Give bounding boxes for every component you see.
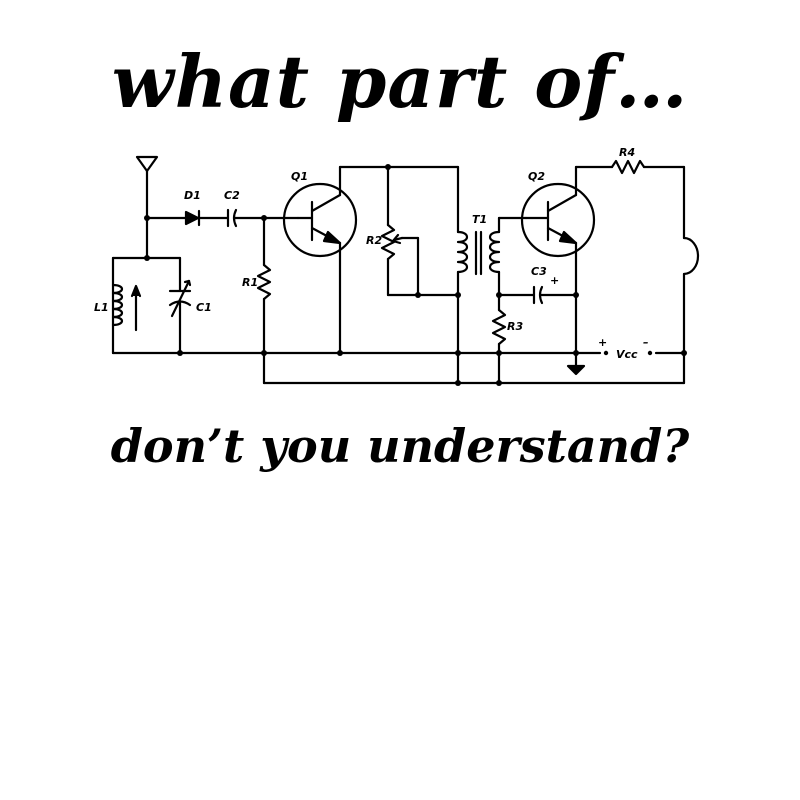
headline-bottom: don’t you understand? xyxy=(110,419,690,473)
label-q1: Q1 xyxy=(291,170,308,183)
headline-top: what part of… xyxy=(111,39,689,124)
earphone-icon xyxy=(682,236,700,276)
resistor-r3 xyxy=(491,308,507,346)
capacitor-c1 xyxy=(168,279,192,318)
transistor-q2 xyxy=(520,182,596,258)
label-c3-plus: + xyxy=(550,274,559,287)
inductor-l1 xyxy=(111,283,124,327)
label-q2: Q2 xyxy=(528,170,545,183)
label-r4: R4 xyxy=(619,146,635,159)
resistor-r2 xyxy=(380,223,404,261)
junction-dots xyxy=(144,164,687,386)
label-c3: C3 xyxy=(531,265,547,278)
label-vcc-plus: + xyxy=(598,336,607,349)
label-d1: D1 xyxy=(184,189,201,202)
label-l1: L1 xyxy=(94,301,109,314)
label-r2: R2 xyxy=(366,234,382,247)
label-r3: R3 xyxy=(507,320,523,333)
label-t1: T1 xyxy=(472,213,487,226)
label-r1: R1 xyxy=(242,276,258,289)
diode-d1 xyxy=(184,209,201,227)
label-vcc-minus: – xyxy=(643,336,649,349)
ground-icon xyxy=(566,351,586,376)
transistor-q1 xyxy=(282,182,358,258)
resistor-r1 xyxy=(256,263,272,301)
label-vcc: Vcc xyxy=(616,348,638,361)
label-c2: C2 xyxy=(224,189,240,202)
transformer-t1 xyxy=(456,230,501,276)
resistor-r4 xyxy=(610,159,646,175)
label-c1: C1 xyxy=(196,301,212,314)
circuit-schematic: D1 C2 Q1 Q2 R4 T1 R2 R1 L1 C1 C3 + R3 + … xyxy=(94,146,700,386)
antenna-icon xyxy=(135,155,159,220)
